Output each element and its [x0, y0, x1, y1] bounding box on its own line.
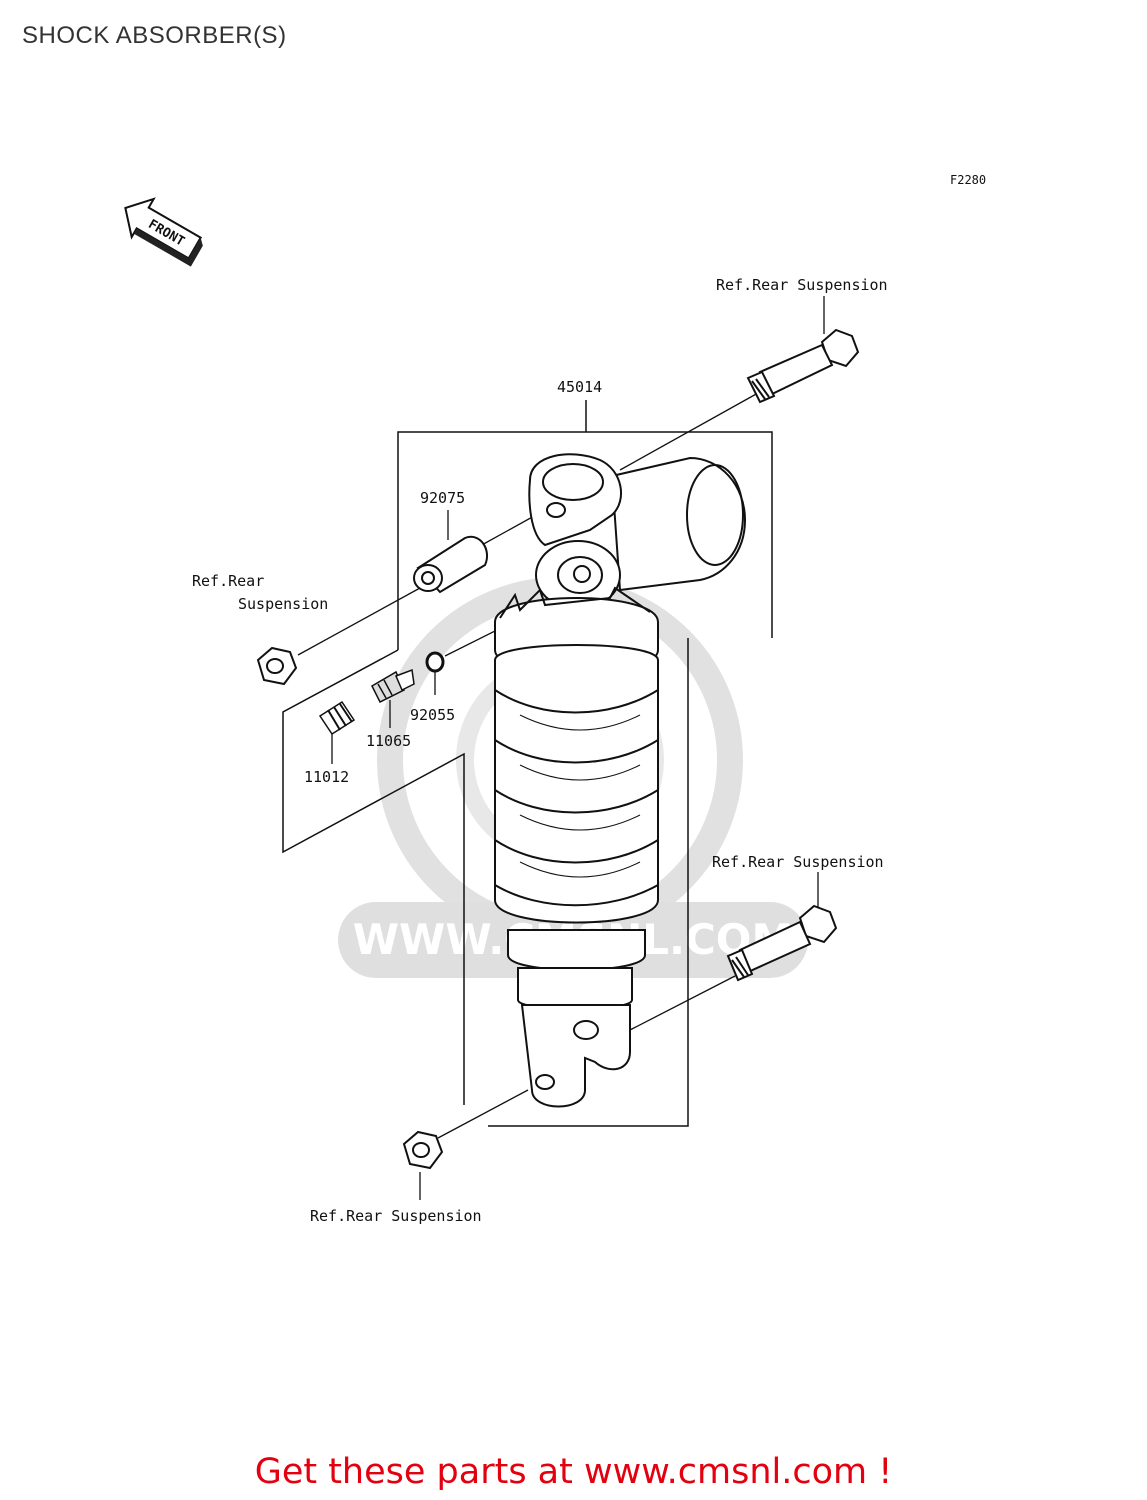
label-ref-left-line2: Suspension — [238, 595, 328, 613]
label-92055: 92055 — [410, 706, 455, 724]
page-title: SHOCK ABSORBER(S) — [22, 22, 287, 49]
cap-11012 — [318, 700, 356, 736]
front-arrow-icon: FRONT — [124, 197, 203, 267]
assembly-bracket — [282, 400, 773, 1127]
label-92075: 92075 — [420, 489, 465, 507]
bolt-right-ref — [726, 904, 838, 982]
label-11065: 11065 — [366, 732, 411, 750]
label-ref-top: Ref.Rear Suspension — [716, 276, 888, 294]
valve-11065 — [371, 668, 415, 704]
nut-bottom-ref — [402, 1130, 444, 1170]
label-11012: 11012 — [304, 768, 349, 786]
figure-code: F2280 — [950, 173, 986, 187]
leader-lines — [297, 296, 825, 1200]
label-ref-left-line1: Ref.Rear — [192, 572, 264, 590]
collar-92075 — [413, 535, 488, 594]
label-ref-right: Ref.Rear Suspension — [712, 853, 884, 871]
nut-left-ref — [256, 646, 298, 686]
footer-cta-link[interactable]: Get these parts at www.cmsnl.com ! — [254, 1452, 893, 1492]
bolt-top-ref — [746, 328, 860, 404]
shock-absorber-45014 — [494, 453, 747, 1108]
o-ring-92055 — [425, 651, 445, 673]
label-ref-bottom: Ref.Rear Suspension — [310, 1207, 482, 1225]
label-45014: 45014 — [557, 378, 602, 396]
